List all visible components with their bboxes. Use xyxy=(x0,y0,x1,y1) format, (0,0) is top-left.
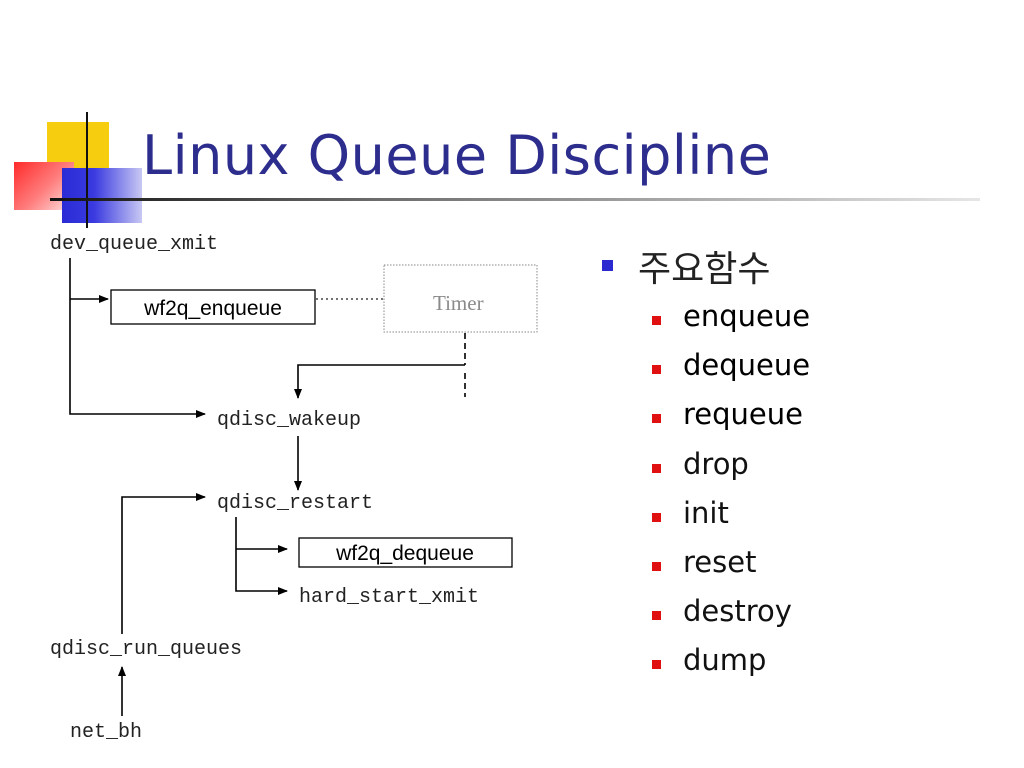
node-wf2q-enqueue: wf2q_enqueue xyxy=(143,297,282,320)
sub-bullet-label: drop xyxy=(683,446,749,481)
title-decor-vertical-line xyxy=(86,112,88,228)
sub-bullet-marker xyxy=(652,414,661,424)
sub-bullet-marker xyxy=(652,463,661,473)
title-decor-blue-square xyxy=(62,168,142,223)
node-timer: Timer xyxy=(433,291,484,315)
node-qdisc-restart: qdisc_restart xyxy=(217,492,373,515)
edge-dev-queue-xmit-to-qdisc-wakeup xyxy=(69,258,206,418)
node-wf2q-dequeue-box xyxy=(298,537,513,568)
edge-timer-to-qdisc-wakeup-arrow xyxy=(294,364,465,399)
node-wf2q-enqueue-box xyxy=(110,289,316,325)
sub-bullet-label: reset xyxy=(683,544,757,579)
sub-bullet-marker xyxy=(652,365,661,375)
sub-bullet-marker xyxy=(652,660,661,670)
node-wf2q-dequeue: wf2q_dequeue xyxy=(335,542,474,565)
call-flow-diagram: dev_queue_xmit wf2q_enqueue Timer qdisc_… xyxy=(50,233,538,744)
node-dev-queue-xmit: dev_queue_xmit xyxy=(50,233,218,256)
node-timer-box xyxy=(383,264,538,333)
sub-bullet-label: enqueue xyxy=(683,299,811,333)
sub-bullet-marker xyxy=(652,611,661,621)
page-title: Linux Queue Discipline xyxy=(142,124,772,187)
edge-qdisc-run-queues-to-qdisc-restart xyxy=(121,493,206,634)
sub-bullet-label: init xyxy=(683,495,729,530)
node-qdisc-run-queues: qdisc_run_queues xyxy=(50,638,242,661)
sub-bullet-marker xyxy=(652,316,661,325)
sub-bullet-marker xyxy=(652,512,661,522)
sub-bullet-label: requeue xyxy=(683,397,803,432)
main-bullet-label: 주요함수 xyxy=(638,249,771,290)
node-hard-start-xmit: hard_start_xmit xyxy=(299,586,479,609)
sub-bullet-marker xyxy=(652,561,661,571)
node-qdisc-wakeup: qdisc_wakeup xyxy=(217,409,361,432)
sub-bullet-label: destroy xyxy=(683,594,792,629)
edge-qdisc-restart-to-hard-start-xmit xyxy=(235,517,288,595)
node-net-bh: net_bh xyxy=(70,721,142,744)
sub-bullet-label: dump xyxy=(683,643,767,678)
title-underline xyxy=(50,198,980,201)
main-bullet-marker xyxy=(602,260,613,271)
sub-bullet-label: dequeue xyxy=(683,348,811,383)
